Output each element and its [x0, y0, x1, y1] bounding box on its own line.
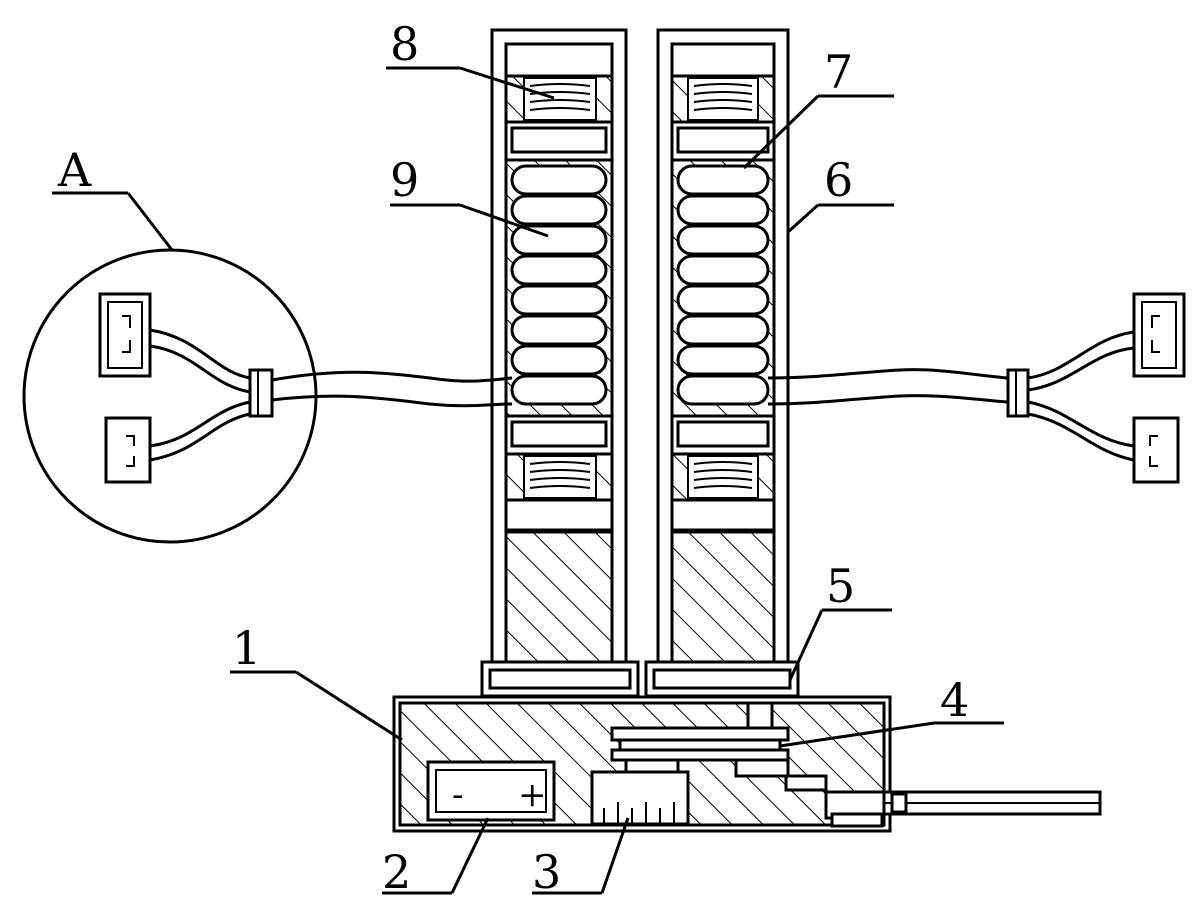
base-plates	[480, 660, 800, 698]
left-bellows	[510, 164, 608, 406]
label-3: 3	[532, 845, 561, 899]
gear-assembly	[610, 701, 886, 828]
right-column	[656, 28, 790, 664]
battery: - +	[426, 760, 556, 822]
label-4: 4	[940, 673, 969, 727]
left-column	[490, 28, 628, 664]
label-7: 7	[824, 45, 853, 99]
right-split-connector	[1006, 292, 1186, 484]
output-shaft	[882, 790, 1102, 816]
label-8: 8	[390, 17, 419, 71]
label-1: 1	[232, 621, 261, 675]
right-bellows	[676, 164, 770, 406]
label-5: 5	[826, 559, 855, 613]
leader-lines	[52, 66, 1004, 895]
detail-circle-a	[22, 248, 318, 544]
battery-minus: -	[452, 775, 464, 815]
motor	[590, 770, 690, 826]
battery-plus: +	[518, 775, 547, 815]
label-9: 9	[390, 153, 419, 207]
label-2: 2	[382, 845, 411, 899]
left-cable	[271, 370, 513, 408]
right-cable	[767, 368, 1009, 406]
label-6: 6	[824, 153, 853, 207]
label-a: A	[57, 143, 92, 197]
